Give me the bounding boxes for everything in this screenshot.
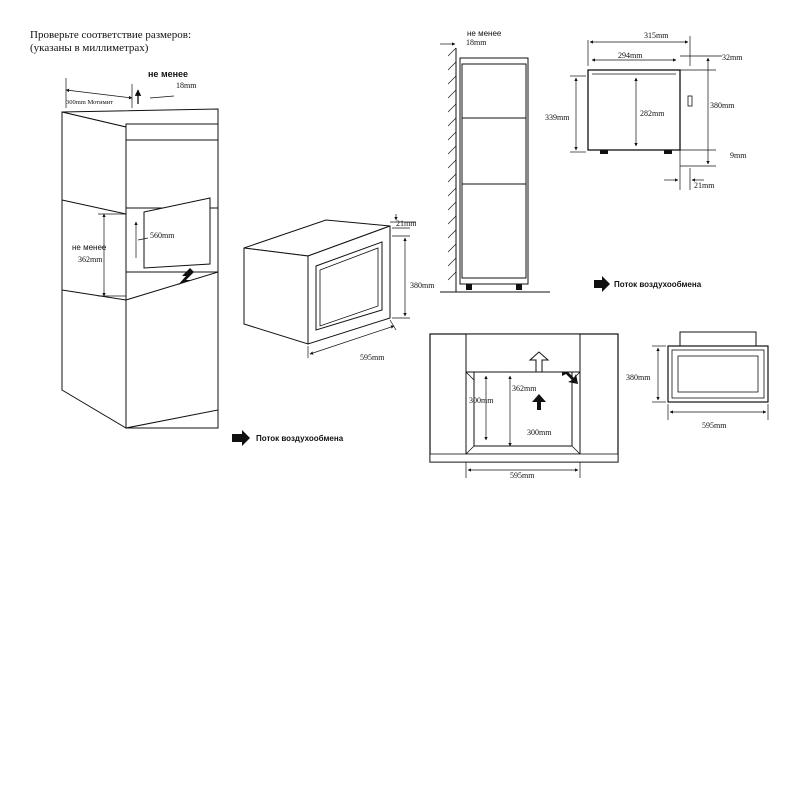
total-depth-label: 315mm xyxy=(644,31,669,40)
dim-339 xyxy=(570,75,586,153)
niche-depth-dimension xyxy=(134,221,149,258)
oven-frame-dimension xyxy=(390,214,416,229)
gap-min-label: не менее xyxy=(148,69,188,79)
airflow-label-1: Поток воздухообмена xyxy=(256,434,344,443)
small-oven-height-label: 380mm xyxy=(626,373,651,382)
niche-front-view xyxy=(429,333,619,463)
niche-min-label: не менее xyxy=(72,243,107,252)
dim-small-width xyxy=(667,404,769,420)
cabinet-depth-dimension xyxy=(65,78,133,108)
inner-height-label: 282mm xyxy=(640,109,665,118)
niche-height-label: 362mm xyxy=(78,255,103,264)
side-min-value: 18mm xyxy=(466,38,487,47)
niche-height-dimension xyxy=(98,213,126,297)
dim-small-height xyxy=(652,345,666,403)
airflow-label-2: Поток воздухообмена xyxy=(614,280,702,289)
niche-width-label: 595mm xyxy=(510,471,535,480)
header-line-2: (указаны в миллиметрах) xyxy=(30,42,149,54)
oven-height-dimension xyxy=(392,235,410,319)
niche-depth-label: 560mm xyxy=(150,231,175,240)
airflow-legend-icon-2 xyxy=(594,276,610,292)
total-height-label: 380mm xyxy=(710,101,735,110)
oven-frame-label: 21mm xyxy=(396,219,417,228)
niche-side-depth-label: 300mm xyxy=(469,396,494,405)
vent-up-arrow-icon xyxy=(528,351,550,373)
dim-21-side xyxy=(664,150,704,190)
niche-front-height-label: 362mm xyxy=(512,384,537,393)
header-line-1: Проверьте соответствие размеров: xyxy=(30,29,191,41)
small-oven-front xyxy=(667,331,769,403)
tall-cabinet xyxy=(61,108,219,429)
dim-380-side xyxy=(680,57,716,167)
airflow-arrow-icon xyxy=(178,268,194,285)
front-offset-label: 21mm xyxy=(694,181,715,190)
oven-height-label: 380mm xyxy=(410,281,435,290)
cabinet-depth-label: 300mm Мотимит xyxy=(66,99,113,106)
small-oven-width-label: 595mm xyxy=(702,421,727,430)
dim-niche-width xyxy=(465,462,581,478)
top-gap-label: 32mm xyxy=(722,53,743,62)
dim-315 xyxy=(587,36,691,66)
feet-gap-label: 9mm xyxy=(730,151,747,160)
oven-width-dimension xyxy=(307,319,397,358)
side-view-column xyxy=(440,47,550,293)
oven-side-profile xyxy=(587,69,693,154)
niche-bottom-depth-label: 300mm xyxy=(527,428,552,437)
body-depth-label: 294mm xyxy=(618,51,643,60)
dim-32 xyxy=(680,55,722,71)
gap-min-value: 18mm xyxy=(176,81,197,90)
side-min-label: не менее xyxy=(467,29,502,38)
air-diagonal-arrow-icon xyxy=(562,372,578,384)
oven-width-label: 595mm xyxy=(360,353,385,362)
up-arrow-icon xyxy=(134,89,175,104)
oven-perspective xyxy=(243,219,391,345)
air-up-arrow-icon xyxy=(532,394,546,410)
airflow-legend-icon xyxy=(232,430,250,446)
outer-height-label: 339mm xyxy=(545,113,570,122)
